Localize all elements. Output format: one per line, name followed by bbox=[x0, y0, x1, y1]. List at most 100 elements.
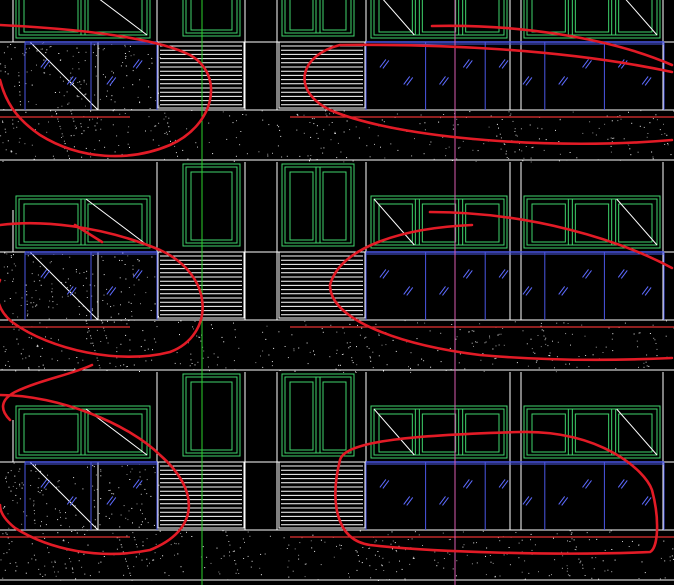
concrete-dot bbox=[179, 363, 181, 365]
glass-hatch-mark bbox=[582, 269, 589, 278]
concrete-dot bbox=[262, 119, 264, 121]
concrete-dot bbox=[65, 567, 67, 569]
concrete-dot bbox=[346, 157, 348, 159]
concrete-dot bbox=[222, 111, 224, 113]
concrete-dot bbox=[42, 494, 44, 496]
concrete-dot bbox=[116, 357, 118, 359]
concrete-dot bbox=[7, 272, 9, 274]
concrete-dot bbox=[152, 139, 154, 141]
concrete-dot bbox=[598, 578, 600, 580]
window-frame bbox=[281, 0, 355, 37]
concrete-dot bbox=[476, 562, 478, 564]
concrete-dot bbox=[44, 537, 46, 539]
concrete-dot bbox=[168, 130, 170, 132]
glass-railing bbox=[365, 41, 665, 110]
concrete-dot bbox=[6, 253, 8, 255]
concrete-dot bbox=[189, 365, 191, 367]
glass-hatch-mark bbox=[442, 77, 449, 86]
concrete-dot bbox=[125, 366, 127, 368]
glass-hatch-mark bbox=[132, 479, 140, 488]
concrete-dot bbox=[278, 126, 280, 128]
concrete-dot bbox=[508, 111, 510, 113]
concrete-dot bbox=[225, 531, 227, 533]
concrete-dot bbox=[110, 316, 112, 318]
concrete-dot bbox=[68, 542, 69, 544]
concrete-dot bbox=[111, 70, 113, 72]
concrete-dot bbox=[351, 360, 353, 362]
concrete-dot bbox=[51, 358, 53, 360]
concrete-dot bbox=[612, 333, 614, 335]
concrete-dot bbox=[434, 551, 436, 553]
concrete-dot bbox=[51, 115, 53, 117]
concrete-dot bbox=[394, 542, 396, 544]
concrete-dot bbox=[477, 150, 479, 152]
window-inner-frame bbox=[526, 198, 658, 246]
concrete-dot bbox=[77, 82, 79, 83]
concrete-dot bbox=[19, 137, 21, 139]
window-layer bbox=[15, 0, 661, 459]
concrete-dot bbox=[67, 103, 69, 105]
concrete-dot bbox=[132, 532, 134, 534]
concrete-dot bbox=[100, 341, 102, 342]
concrete-dot bbox=[57, 118, 59, 120]
concrete-dot bbox=[164, 112, 166, 114]
concrete-dot bbox=[399, 560, 400, 562]
concrete-dot bbox=[238, 347, 240, 349]
concrete-dot bbox=[86, 270, 88, 272]
concrete-dot bbox=[339, 364, 341, 366]
concrete-dot bbox=[571, 532, 573, 534]
concrete-dot bbox=[127, 567, 129, 569]
concrete-dot bbox=[313, 350, 314, 352]
glass-hatch-mark bbox=[66, 76, 74, 85]
window-sash bbox=[190, 0, 233, 31]
concrete-dot bbox=[430, 141, 432, 143]
concrete-dot bbox=[283, 537, 285, 539]
concrete-dot bbox=[33, 505, 35, 507]
concrete-dot bbox=[304, 320, 306, 322]
concrete-dot bbox=[202, 357, 204, 359]
concrete-dot bbox=[93, 499, 95, 501]
concrete-dot bbox=[174, 554, 175, 556]
concrete-dot bbox=[309, 351, 311, 353]
concrete-dot bbox=[112, 532, 114, 534]
concrete-dot bbox=[54, 571, 55, 573]
concrete-dot bbox=[648, 365, 650, 367]
concrete-dot bbox=[7, 472, 9, 474]
concrete-dot bbox=[629, 148, 631, 150]
concrete-dot bbox=[119, 259, 120, 261]
concrete-dot bbox=[495, 357, 497, 359]
concrete-dot bbox=[343, 131, 345, 133]
concrete-dot bbox=[482, 353, 484, 354]
concrete-dot bbox=[0, 135, 2, 137]
concrete-dot bbox=[177, 553, 179, 555]
concrete-dot bbox=[573, 539, 575, 541]
window-inner-frame bbox=[526, 0, 658, 36]
concrete-dot bbox=[190, 353, 192, 355]
glass-hatch-mark bbox=[465, 60, 473, 69]
concrete-dot bbox=[463, 544, 465, 546]
concrete-dot bbox=[144, 339, 146, 341]
concrete-dot bbox=[551, 574, 552, 576]
concrete-dot bbox=[17, 343, 19, 345]
concrete-dot bbox=[25, 357, 27, 359]
concrete-dot bbox=[278, 331, 280, 333]
concrete-dot bbox=[32, 261, 34, 263]
concrete-dot bbox=[271, 365, 273, 367]
concrete-dot bbox=[128, 126, 130, 128]
concrete-dot bbox=[359, 530, 361, 532]
concrete-dot bbox=[233, 160, 235, 162]
concrete-dot bbox=[110, 306, 112, 308]
concrete-dot bbox=[84, 573, 86, 575]
concrete-dot bbox=[247, 555, 249, 557]
concrete-dot bbox=[37, 491, 39, 493]
concrete-dot bbox=[526, 343, 528, 345]
concrete-dot bbox=[490, 115, 492, 117]
concrete-dot bbox=[109, 489, 111, 491]
wing-wall-diagonal bbox=[29, 41, 99, 111]
concrete-dot bbox=[90, 156, 92, 158]
concrete-dot bbox=[381, 564, 383, 566]
concrete-dot bbox=[125, 334, 127, 336]
window-frame bbox=[281, 163, 355, 247]
concrete-dot bbox=[323, 147, 325, 149]
concrete-dot bbox=[291, 334, 293, 336]
